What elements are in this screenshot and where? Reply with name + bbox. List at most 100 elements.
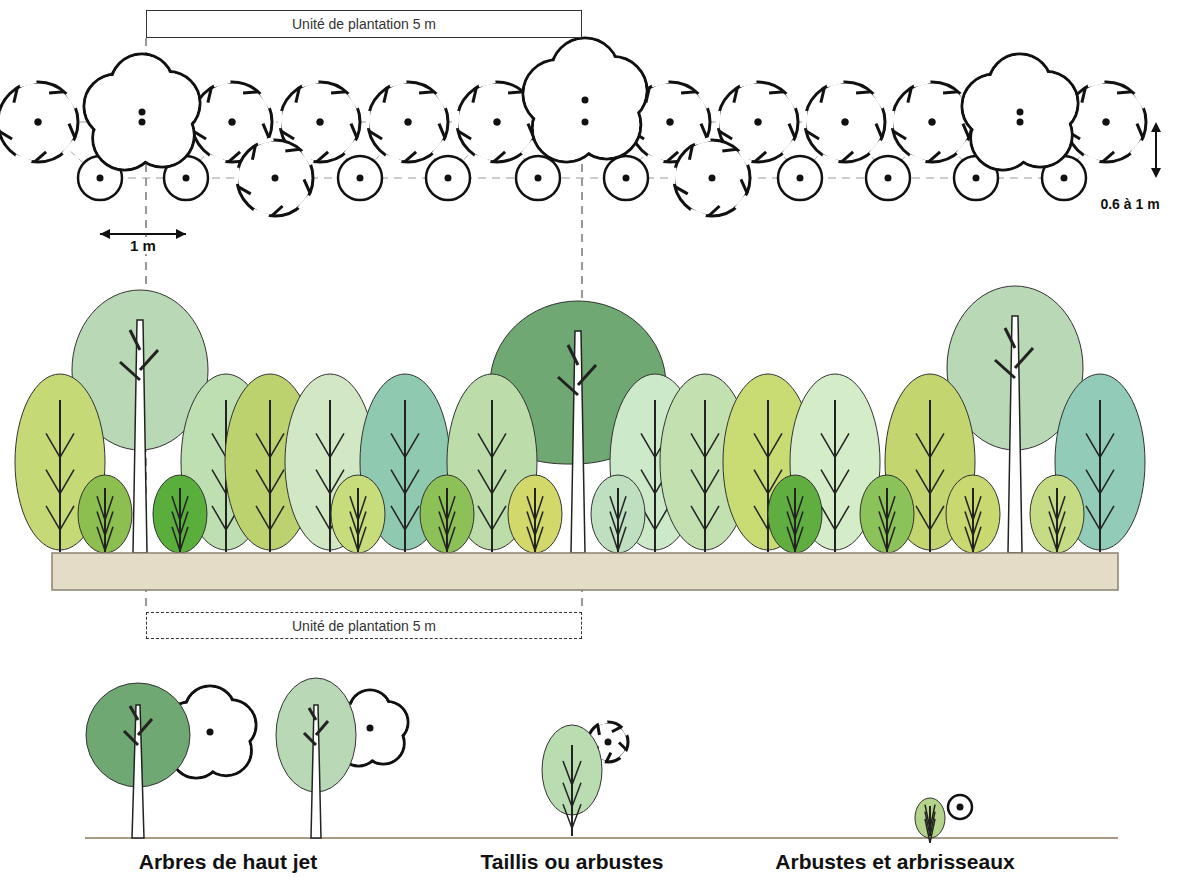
branch: [930, 470, 944, 494]
coppice-notch: [856, 92, 871, 93]
coppice-gap: [522, 141, 533, 154]
coppice-gap: [63, 141, 74, 154]
coppice-gap: [909, 156, 925, 162]
coppice-gap: [437, 93, 446, 107]
branch: [930, 506, 944, 530]
coppice-gap: [804, 111, 805, 128]
branch: [754, 470, 768, 494]
shrub-crown: [915, 798, 945, 838]
coppice-notch: [876, 124, 882, 138]
coppice-notch: [842, 152, 854, 162]
branch: [835, 433, 849, 457]
plant-dot: [1017, 119, 1024, 126]
branch: [973, 496, 981, 520]
coppice-notch: [821, 88, 824, 103]
plant-dot: [183, 175, 190, 182]
branch: [212, 433, 226, 457]
branch: [256, 470, 270, 494]
plant-dot: [842, 119, 849, 126]
coppice-gap: [783, 141, 794, 154]
unit-label: Unité de plantation 5 m: [292, 16, 436, 32]
coppice-gap: [621, 752, 627, 759]
branch: [795, 496, 803, 520]
tree-trunk: [133, 320, 147, 553]
plant-dot: [317, 119, 324, 126]
shrub-crown: [508, 475, 562, 553]
coppice-notch: [14, 88, 17, 103]
branch: [97, 496, 105, 520]
plant-dot: [229, 119, 236, 126]
coppice-gap: [236, 168, 237, 184]
shrub-symbol: [948, 795, 972, 819]
shrub-symbol: [778, 156, 822, 200]
coppice-notch: [722, 149, 737, 151]
plant-dot: [582, 119, 589, 126]
branch: [447, 496, 455, 520]
coppice-notch: [1137, 124, 1143, 138]
branch: [316, 506, 330, 530]
coppice-notch: [317, 152, 329, 162]
branch: [124, 706, 152, 745]
tall-tree-fill: [525, 61, 590, 126]
plant-dot: [605, 739, 612, 746]
coppice-gap: [258, 139, 274, 143]
branch: [916, 433, 930, 457]
coppice-gap: [914, 81, 931, 85]
branch: [572, 804, 581, 828]
coppice-gap: [349, 93, 358, 107]
coppice-notch: [419, 92, 434, 93]
branch: [930, 433, 944, 457]
coppice-notch: [667, 152, 679, 162]
branch: [618, 496, 626, 520]
tall-tree-fill: [964, 76, 1025, 137]
planting-unit-box: Unité de plantation 5 m: [146, 10, 582, 38]
plant-dot: [797, 175, 804, 182]
branch: [821, 470, 835, 494]
coppice-gap: [15, 156, 31, 162]
coppice-notch: [806, 131, 819, 139]
coppice-notch: [681, 92, 696, 93]
coppice-notch: [606, 753, 611, 762]
coppice-notch: [494, 152, 506, 162]
branch: [1049, 496, 1057, 520]
legend-caption: Arbustes et arbrisseaux: [775, 850, 1014, 874]
coppice-gap: [385, 156, 401, 162]
branch: [1100, 433, 1114, 457]
dimension-arrow: [1151, 122, 1161, 178]
coppice-notch: [689, 145, 692, 159]
coppice-notch: [458, 131, 471, 139]
coppice-notch: [893, 131, 906, 139]
tree-trunk: [132, 705, 144, 838]
legend-ground: [85, 837, 1118, 839]
branch: [754, 506, 768, 530]
coppice-notch: [709, 206, 720, 216]
coppice-gap: [957, 141, 968, 154]
shrub-crown: [768, 475, 822, 553]
coppice-gap: [740, 81, 757, 85]
branch: [316, 470, 330, 494]
planting-unit-box: Unité de plantation 5 m: [146, 612, 582, 639]
plant-dot: [973, 175, 980, 182]
plant-dot: [35, 119, 42, 126]
coppice-notch: [1082, 88, 1085, 103]
plant-dot: [709, 175, 716, 182]
branch: [212, 506, 226, 530]
branch: [46, 433, 60, 457]
coppice-symbol: [805, 82, 885, 162]
plant-dot: [535, 175, 542, 182]
plant-dot: [357, 175, 364, 182]
coppice-notch: [1117, 92, 1132, 93]
branch: [641, 470, 655, 494]
shrub-symbol: [866, 156, 910, 200]
branch: [572, 783, 581, 807]
coppice-gap: [1083, 156, 1099, 162]
ground-strip: [52, 553, 1118, 590]
branch: [995, 328, 1033, 378]
branch: [492, 470, 506, 494]
coppice-notch: [384, 88, 387, 103]
plant-dot: [1103, 119, 1110, 126]
branch: [879, 496, 887, 520]
plant-dot: [272, 175, 279, 182]
branch: [610, 496, 618, 520]
branch: [1057, 496, 1065, 520]
